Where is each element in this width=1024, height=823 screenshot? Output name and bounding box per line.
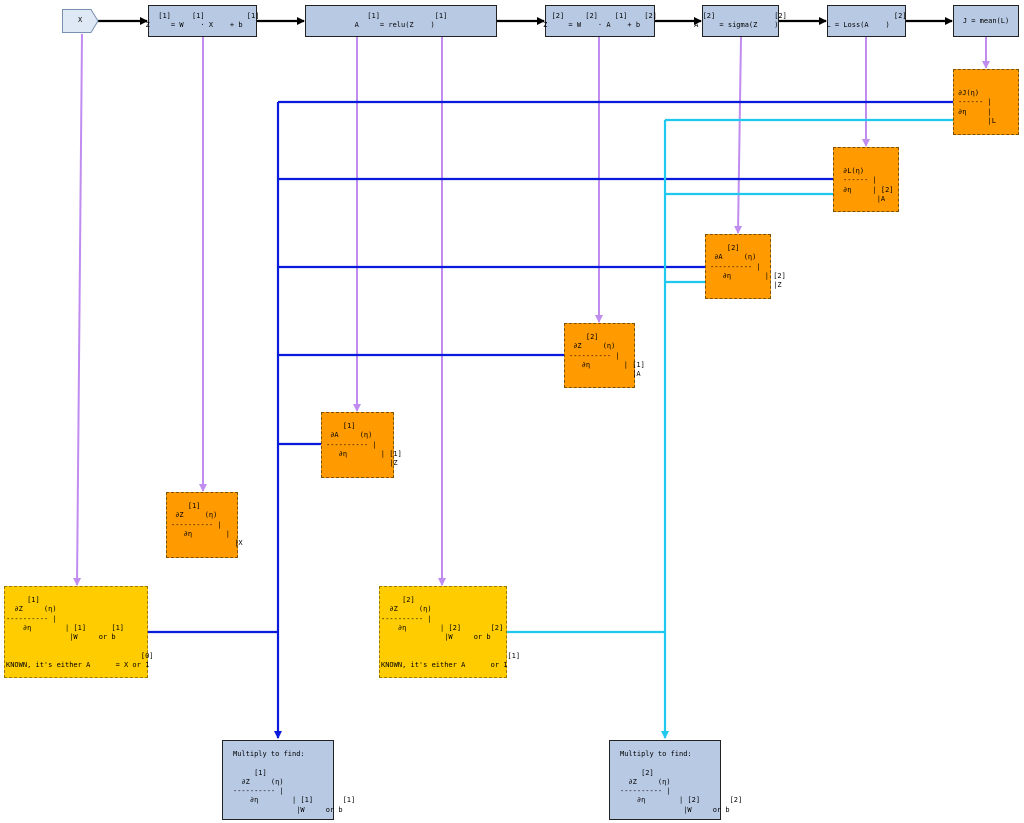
gradient-node-dj-dl-text: ∂J(η) ------ | ∂η | |L <box>958 89 996 125</box>
chain-rule-layer1-wires <box>148 100 953 739</box>
gradient-node-dl-da2-text: ∂L(η) ------ | ∂η | [2] |A <box>843 167 894 203</box>
gradient-node-dj-dl: ∂J(η) ------ | ∂η | |L <box>953 69 1019 135</box>
gradient-node-da2-dz2: [2] ∂A (η) ---------- | ∂η | [2] |Z <box>705 234 786 299</box>
forward-node-a1-text: [1] [1] A = relu(Z ) <box>354 12 448 29</box>
known-node-layer2-text: [2] ∂Z (η) ---------- | ∂η | [2] [2] |W … <box>381 596 521 670</box>
forward-node-loss-text: [2] L = Loss(A ) <box>826 12 907 29</box>
forward-node-cost-text: J = mean(L) <box>962 16 1010 25</box>
forward-node-z2: [2] [2] [1] [2] Z = W · A + b <box>543 5 657 37</box>
forward-node-a2: [2] [2] A = sigma(Z ) <box>694 5 787 37</box>
gradient-node-dz2-da1: [2] ∂Z (η) ---------- | ∂η | [1] |A <box>564 323 645 388</box>
gradient-node-dl-da2: ∂L(η) ------ | ∂η | [2] |A <box>833 147 899 212</box>
gradient-node-dz1-dx-text: [1] ∂Z (η) ---------- | ∂η | |X <box>171 502 243 548</box>
forward-node-cost: J = mean(L) <box>953 5 1019 37</box>
forward-node-a1: [1] [1] A = relu(Z ) <box>305 5 497 37</box>
known-node-layer1-text: [1] ∂Z (η) ---------- | ∂η | [1] [1] |W … <box>6 596 154 670</box>
input-x-shape <box>62 9 99 33</box>
local-gradient-arrows <box>73 33 990 586</box>
forward-node-z2-text: [2] [2] [1] [2] Z = W · A + b <box>543 12 657 29</box>
forward-node-z1-text: [1] [1] [1] Z = W · X + b <box>145 12 260 29</box>
result-node-layer1: Multiply to find: [1] ∂Z (η) ---------- … <box>222 740 356 820</box>
result-node-layer2-text: Multiply to find: [2] ∂Z (η) ---------- … <box>620 750 743 814</box>
gradient-node-da1-dz1: [1] ∂A (η) ---------- | ∂η | [1] |Z <box>321 412 402 478</box>
forward-node-z1: [1] [1] [1] Z = W · X + b <box>145 5 260 37</box>
gradient-node-dz1-dx: [1] ∂Z (η) ---------- | ∂η | |X <box>166 492 243 558</box>
input-x-label: X <box>78 16 83 24</box>
gradient-node-da2-dz2-text: [2] ∂A (η) ---------- | ∂η | [2] |Z <box>710 244 786 290</box>
forward-node-a2-text: [2] [2] A = sigma(Z ) <box>694 12 787 29</box>
input-x-node: X <box>62 9 99 33</box>
result-node-layer1-text: Multiply to find: [1] ∂Z (η) ---------- … <box>233 750 356 814</box>
chain-rule-layer2-wires <box>507 118 953 739</box>
forward-node-loss: [2] L = Loss(A ) <box>826 5 907 37</box>
gradient-node-dz2-da1-text: [2] ∂Z (η) ---------- | ∂η | [1] |A <box>569 333 645 379</box>
known-node-layer1: [1] ∂Z (η) ---------- | ∂η | [1] [1] |W … <box>4 586 154 678</box>
gradient-node-da1-dz1-text: [1] ∂A (η) ---------- | ∂η | [1] |Z <box>326 422 402 468</box>
result-node-layer2: Multiply to find: [2] ∂Z (η) ---------- … <box>609 740 743 820</box>
known-node-layer2: [2] ∂Z (η) ---------- | ∂η | [2] [2] |W … <box>379 586 521 678</box>
